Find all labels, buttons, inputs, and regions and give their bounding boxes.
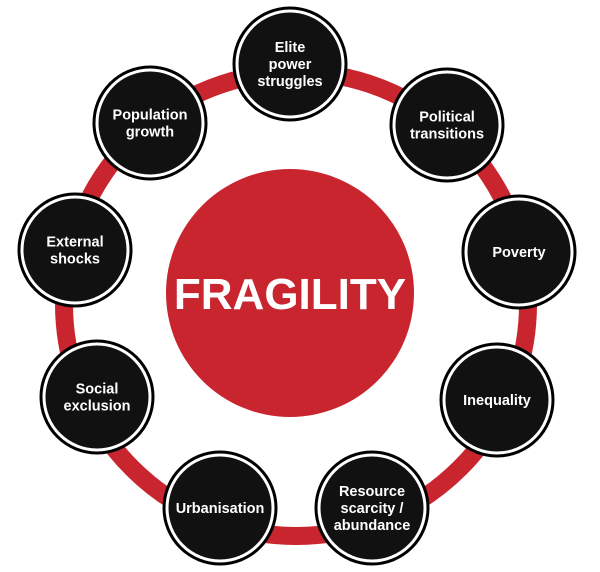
center-circle bbox=[166, 169, 414, 417]
node-urbanisation: Urbanisation bbox=[162, 450, 278, 566]
node-inequality: Inequality bbox=[439, 342, 555, 458]
node-circle bbox=[235, 9, 345, 119]
center-node: FRAGILITY bbox=[166, 169, 414, 417]
node-label-line: Inequality bbox=[463, 393, 531, 409]
node-label-line: struggles bbox=[257, 74, 322, 90]
node-circle bbox=[442, 345, 552, 455]
node-circle bbox=[464, 197, 574, 307]
node-label-line: Population bbox=[113, 108, 188, 124]
node-label-line: growth bbox=[126, 125, 174, 141]
node-circle bbox=[42, 342, 152, 452]
node-label-line: shocks bbox=[50, 252, 100, 268]
outer-nodes: ElitepowerstrugglesPoliticaltransitionsP… bbox=[17, 6, 577, 566]
node-label-line: power bbox=[269, 57, 312, 73]
node-label-line: scarcity / bbox=[341, 501, 404, 517]
node-circle bbox=[392, 70, 502, 180]
node-circle bbox=[317, 453, 427, 563]
node-label-line: Urbanisation bbox=[176, 501, 265, 517]
node-label-line: Social bbox=[76, 382, 119, 398]
node-label-line: External bbox=[46, 235, 103, 251]
node-label-line: Poverty bbox=[492, 245, 545, 261]
node-circle bbox=[165, 453, 275, 563]
node-label-line: Elite bbox=[275, 40, 306, 56]
node-circle bbox=[20, 195, 130, 305]
node-label-line: Political bbox=[419, 110, 475, 126]
node-circle bbox=[95, 68, 205, 178]
node-label-line: abundance bbox=[334, 518, 411, 534]
node-poverty: Poverty bbox=[461, 194, 577, 310]
center-label: FRAGILITY bbox=[174, 270, 406, 319]
node-label-line: exclusion bbox=[64, 399, 131, 415]
node-label-line: Resource bbox=[339, 484, 405, 500]
node-label-line: transitions bbox=[410, 127, 484, 143]
